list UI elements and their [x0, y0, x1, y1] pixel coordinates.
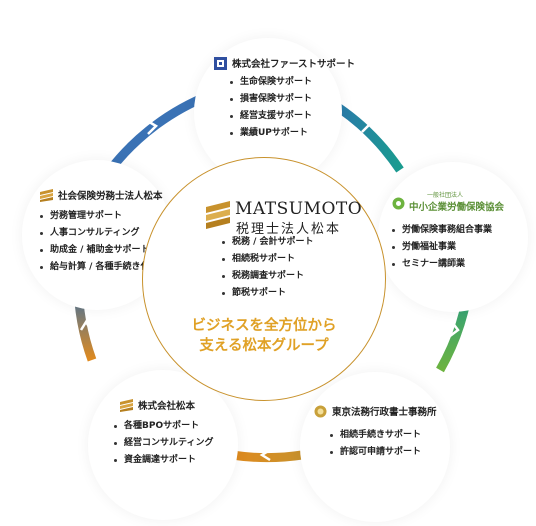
first-support-title: 株式会社ファーストサポート: [214, 56, 355, 70]
ring-arrow-right: [449, 321, 460, 337]
service-item: 労働保険事務組合事業: [392, 222, 492, 239]
center-circle: [142, 157, 386, 401]
gyosei-services: 相続手続きサポート 許認可申請サポート: [330, 427, 421, 461]
service-item: 助成金 / 補助金サポート: [40, 242, 159, 259]
ring-arrow-bottom: [259, 448, 271, 462]
service-item: 給与計算 / 各種手続き代行: [40, 259, 159, 276]
ring-arrow-top-left: [145, 118, 159, 135]
service-item: 節税サポート: [222, 285, 314, 302]
service-item: 労務管理サポート: [40, 208, 159, 225]
first-support-services: 生命保険サポート 損害保険サポート 経営支援サポート 業績UPサポート: [230, 74, 312, 142]
center-tagline-line1: ビジネスを全方位から: [191, 318, 337, 334]
matsumoto-co-title: 株式会社松本: [120, 398, 195, 412]
center-services: 税務 / 会計サポート 相続税サポート 税務調査サポート 節税サポート: [222, 234, 314, 302]
service-item: 経営コンサルティング: [114, 435, 213, 452]
matsumoto-co-logo-icon: [120, 398, 133, 412]
sharoushi-logo-icon: [40, 188, 53, 202]
chusho-sub: 一般社団法人: [427, 192, 464, 199]
sharoushi-services: 労務管理サポート 人事コンサルティング 助成金 / 補助金サポート 給与計算 /…: [40, 208, 159, 276]
service-item: 生命保険サポート: [230, 74, 312, 91]
service-item: 資金調達サポート: [114, 452, 213, 469]
gyosei-name: 東京法務行政書士事務所: [332, 407, 437, 418]
matsumoto-co-name: 株式会社松本: [138, 401, 196, 412]
service-item: 損害保険サポート: [230, 91, 312, 108]
chusho-services: 労働保険事務組合事業 労働福祉事業 セミナー講師業: [392, 222, 492, 273]
service-item: 税務 / 会計サポート: [222, 234, 314, 251]
chusho-logo-icon: [392, 195, 405, 210]
service-item: 各種BPOサポート: [114, 418, 213, 435]
first-support-name: 株式会社ファーストサポート: [232, 59, 356, 70]
service-item: 人事コンサルティング: [40, 225, 159, 242]
service-item: 相続手続きサポート: [330, 427, 421, 444]
service-item: 税務調査サポート: [222, 268, 314, 285]
ring-arrow-top-right: [361, 115, 372, 133]
service-item: 相続税サポート: [222, 251, 314, 268]
gyosei-title: 東京法務行政書士事務所: [314, 404, 437, 418]
chusho-title: 一般社団法人 中小企業労働保険協会: [392, 190, 504, 213]
matsumoto-co-services: 各種BPOサポート 経営コンサルティング 資金調達サポート: [114, 418, 213, 469]
center-brand-en: MATSUMOTO: [235, 199, 363, 219]
service-item: セミナー講師業: [392, 256, 492, 273]
center-logo-icon: [206, 201, 230, 235]
sharoushi-name: 社会保険労務士法人松本: [58, 191, 163, 202]
gyosei-logo-icon: [314, 405, 327, 418]
node-gyosei: [300, 372, 450, 522]
center-tagline-line2: 支える松本グループ: [199, 338, 329, 354]
center-brand-jp: 税理士法人松本: [236, 222, 342, 237]
chusho-name: 中小企業労働保険協会: [409, 202, 505, 213]
node-chusho: [378, 162, 528, 312]
service-item: 労働福祉事業: [392, 239, 492, 256]
ring-arrow-left: [79, 319, 93, 331]
first-support-logo-icon: [214, 56, 227, 70]
sharoushi-title: 社会保険労務士法人松本: [40, 188, 163, 202]
node-matsumoto-co: [88, 370, 238, 520]
service-item: 経営支援サポート: [230, 108, 312, 125]
service-item: 許認可申請サポート: [330, 444, 421, 461]
service-item: 業績UPサポート: [230, 125, 312, 142]
